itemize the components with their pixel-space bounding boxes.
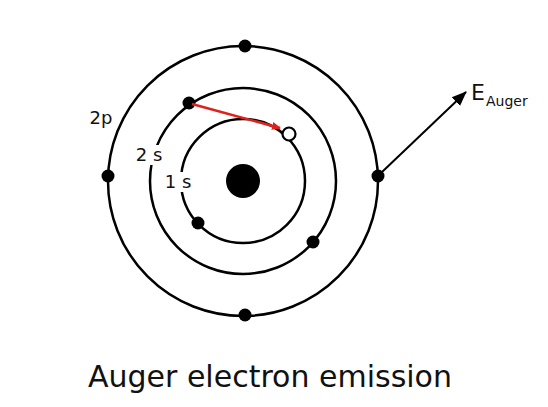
transition-arrow (192, 104, 280, 128)
energy-symbol: E (471, 81, 485, 105)
shell-1s (181, 119, 305, 243)
shell-label: 2 s (134, 145, 165, 165)
shell-label: 1 s (163, 172, 194, 192)
electrons (102, 40, 385, 322)
caption: Auger electron emission (88, 360, 452, 393)
shell-2s (150, 88, 336, 274)
shell-label: 2p (88, 108, 115, 128)
emission-arrow (382, 92, 466, 172)
energy-subscript: Auger (486, 94, 528, 109)
vacancy (283, 128, 296, 141)
shell-2p (108, 46, 378, 316)
nucleus (226, 164, 260, 198)
